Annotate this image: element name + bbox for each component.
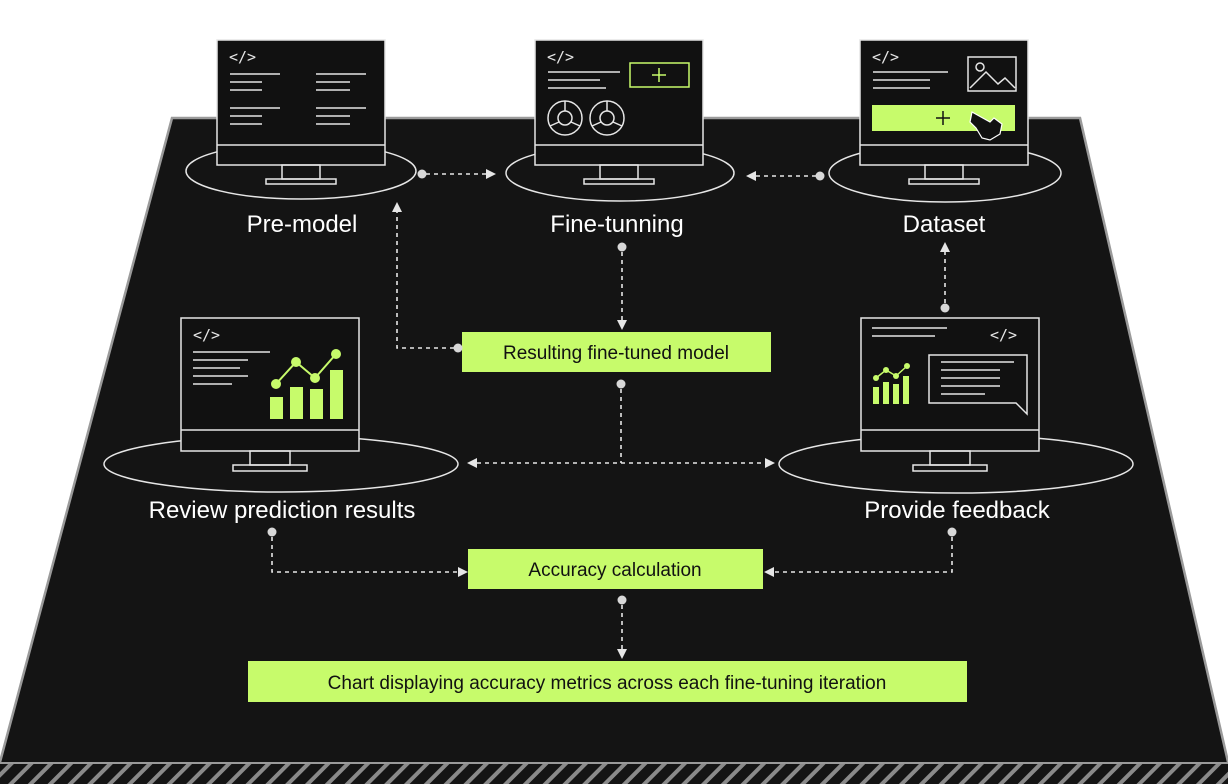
connectors	[267, 169, 957, 659]
monitor-dataset: </>	[828, 39, 1062, 203]
box-resulting-model: Resulting fine-tuned model	[462, 332, 771, 372]
code-icon: </>	[229, 48, 256, 66]
platform-edge-hatch	[0, 762, 1228, 784]
bar-chart-icon	[270, 349, 343, 419]
code-icon: </>	[990, 326, 1017, 344]
chat-bubble-icon	[928, 354, 1028, 416]
box-chart-text: Chart displaying accuracy metrics across…	[328, 673, 887, 694]
monitor-review: </>	[103, 317, 459, 493]
box-chart: Chart displaying accuracy metrics across…	[248, 661, 967, 702]
box-accuracy: Accuracy calculation	[468, 549, 763, 589]
label-review: Review prediction results	[149, 497, 416, 524]
monitor-feedback: </>	[778, 317, 1134, 494]
label-pre-model: Pre-model	[247, 211, 358, 238]
code-icon: </>	[872, 48, 899, 66]
gauge-icon	[589, 100, 625, 136]
label-dataset: Dataset	[903, 211, 986, 238]
label-fine-tunning: Fine-tunning	[550, 211, 683, 238]
add-button-icon	[629, 62, 690, 88]
hand-cursor-icon	[969, 111, 1003, 141]
text-lines-icon	[230, 73, 366, 125]
gauge-icon	[547, 100, 583, 136]
platform	[0, 116, 1228, 784]
monitor-pre-model: </>	[185, 39, 417, 200]
code-icon: </>	[547, 48, 574, 66]
monitor-fine-tunning: </>	[505, 39, 735, 202]
box-accuracy-text: Accuracy calculation	[528, 560, 701, 581]
bar-chart-icon	[873, 363, 910, 404]
image-icon	[967, 56, 1017, 92]
code-icon: </>	[193, 326, 220, 344]
box-resulting-text: Resulting fine-tuned model	[503, 343, 729, 364]
label-feedback: Provide feedback	[864, 497, 1050, 524]
